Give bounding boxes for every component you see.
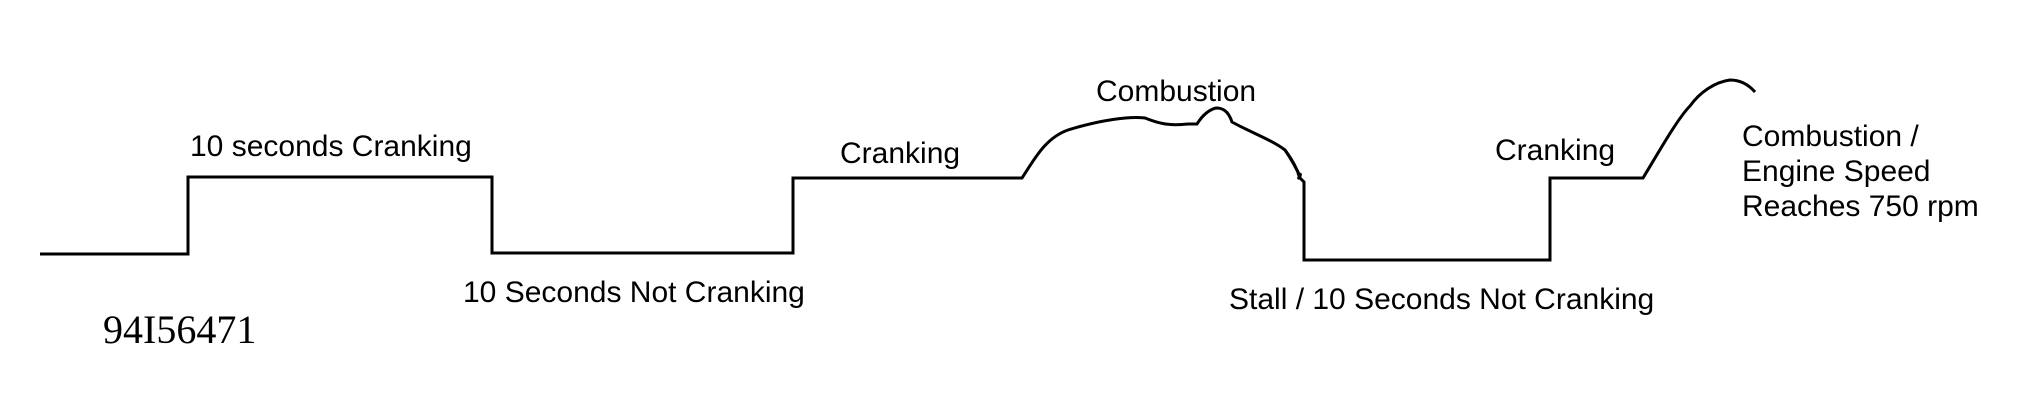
label-combustion-final-line1: Combustion / <box>1742 120 1919 153</box>
label-10-seconds-not-cranking: 10 Seconds Not Cranking <box>463 276 805 309</box>
label-cranking-second: Cranking <box>1495 134 1615 167</box>
label-stall-not-cranking: Stall / 10 Seconds Not Cranking <box>1229 283 1654 316</box>
figure-reference-number: 94I56471 <box>103 307 256 352</box>
label-cranking-first: Cranking <box>840 137 960 170</box>
label-combustion-final-line2: Engine Speed <box>1742 155 1931 188</box>
engine-speed-waveform-tail <box>1283 78 1757 262</box>
label-10-seconds-cranking: 10 seconds Cranking <box>190 130 472 163</box>
label-combustion: Combustion <box>1096 75 1256 108</box>
label-combustion-final-line3: Reaches 750 rpm <box>1742 190 1979 223</box>
